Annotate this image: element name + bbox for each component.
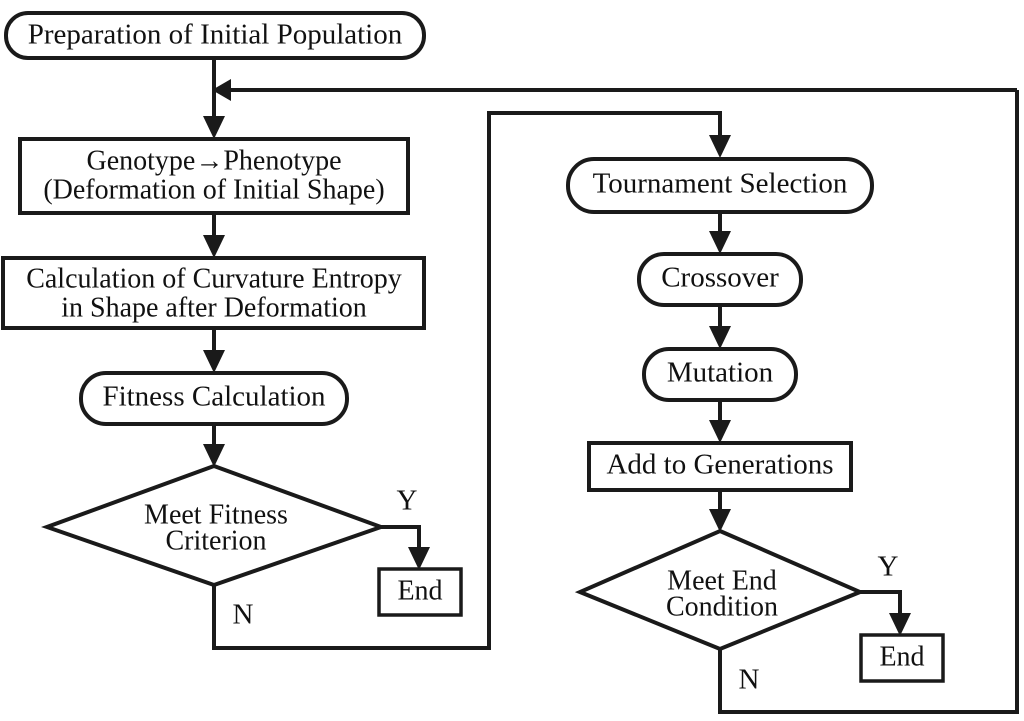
node-shape-add-generations: [587, 441, 853, 492]
node-shape-tournament: [566, 157, 874, 214]
arrowhead-to-tournament: [709, 135, 731, 158]
node-shape-crossover: [637, 252, 803, 307]
arrowhead-to-crossover: [709, 231, 731, 254]
node-label-end-left: End: [397, 575, 442, 606]
arrowhead-to-curvature: [203, 235, 225, 258]
branch-label-end-yes: Y: [878, 551, 899, 583]
node-label-genotype-line1: Genotype→Phenotype: [86, 145, 341, 176]
node-calculation-of-curvature-entropy[interactable]: Calculation of Curvature Entropy in Shap…: [1, 256, 426, 330]
node-meet-fitness-criterion[interactable]: Meet Fitness Criterion: [41, 463, 387, 588]
arrowhead-end-yes-end: [889, 613, 911, 636]
node-shape-end-right: [859, 633, 945, 683]
node-label-curvature-line1: Calculation of Curvature Entropy: [26, 263, 402, 294]
node-genotype-phenotype[interactable]: Genotype→Phenotype (Deformation of Initi…: [18, 137, 410, 215]
arrowhead-outer-feedback: [212, 79, 231, 101]
node-label-crossover: Crossover: [661, 262, 779, 294]
branch-label-fitness-yes: Y: [397, 485, 418, 517]
node-shape-mutation: [642, 347, 798, 402]
arrowhead-fitness-yes-end: [408, 547, 430, 570]
node-label-end-right: End: [879, 641, 924, 672]
node-preparation-of-initial-population[interactable]: Preparation of Initial Population: [4, 11, 426, 60]
node-shape-genotype: [18, 137, 410, 215]
node-add-to-generations[interactable]: Add to Generations: [587, 441, 853, 492]
edge-fitness-no-to-tournament: [212, 111, 706, 650]
node-shape-end-left: [377, 567, 463, 617]
arrowhead-to-add-generations: [709, 420, 731, 443]
branch-label-fitness-no: N: [233, 599, 254, 631]
node-label-meet-fitness-line1: Meet Fitness: [144, 499, 288, 530]
node-label-meet-fitness-line2: Criterion: [165, 525, 266, 556]
arrowhead-to-genotype: [203, 116, 225, 139]
node-label-meet-end-line1: Meet End: [667, 565, 777, 596]
node-label-mutation: Mutation: [667, 357, 774, 389]
node-shape-curvature: [1, 256, 426, 330]
node-label-add-generations: Add to Generations: [606, 449, 833, 481]
node-meet-end-condition[interactable]: Meet End Condition: [574, 528, 866, 652]
node-fitness-calculation[interactable]: Fitness Calculation: [79, 371, 349, 426]
branch-label-end-no: N: [739, 664, 760, 696]
node-shape-start: [4, 11, 426, 60]
node-shape-meet-end-diamond: [574, 528, 866, 652]
node-label-tournament: Tournament Selection: [593, 168, 848, 200]
arrowhead-to-fitness-decision: [203, 444, 225, 467]
node-tournament-selection[interactable]: Tournament Selection: [566, 157, 874, 214]
node-label-start: Preparation of Initial Population: [28, 19, 403, 51]
node-label-genotype-line2: (Deformation of Initial Shape): [43, 174, 384, 205]
arrowhead-to-mutation: [709, 326, 731, 349]
node-label-fitness: Fitness Calculation: [102, 381, 326, 413]
node-end-right[interactable]: End: [859, 633, 945, 683]
node-shape-meet-fitness-diamond: [41, 463, 387, 588]
arrowhead-to-end-decision: [709, 509, 731, 532]
arrowhead-to-fitness: [203, 350, 225, 373]
node-label-meet-end-line2: Condition: [666, 591, 778, 622]
edge-end-no-outer-loop: [718, 90, 1019, 714]
node-label-curvature-line2: in Shape after Deformation: [61, 292, 367, 323]
node-end-left[interactable]: End: [377, 567, 463, 617]
node-shape-fitness: [79, 371, 349, 426]
node-crossover[interactable]: Crossover: [637, 252, 803, 307]
node-mutation[interactable]: Mutation: [642, 347, 798, 402]
